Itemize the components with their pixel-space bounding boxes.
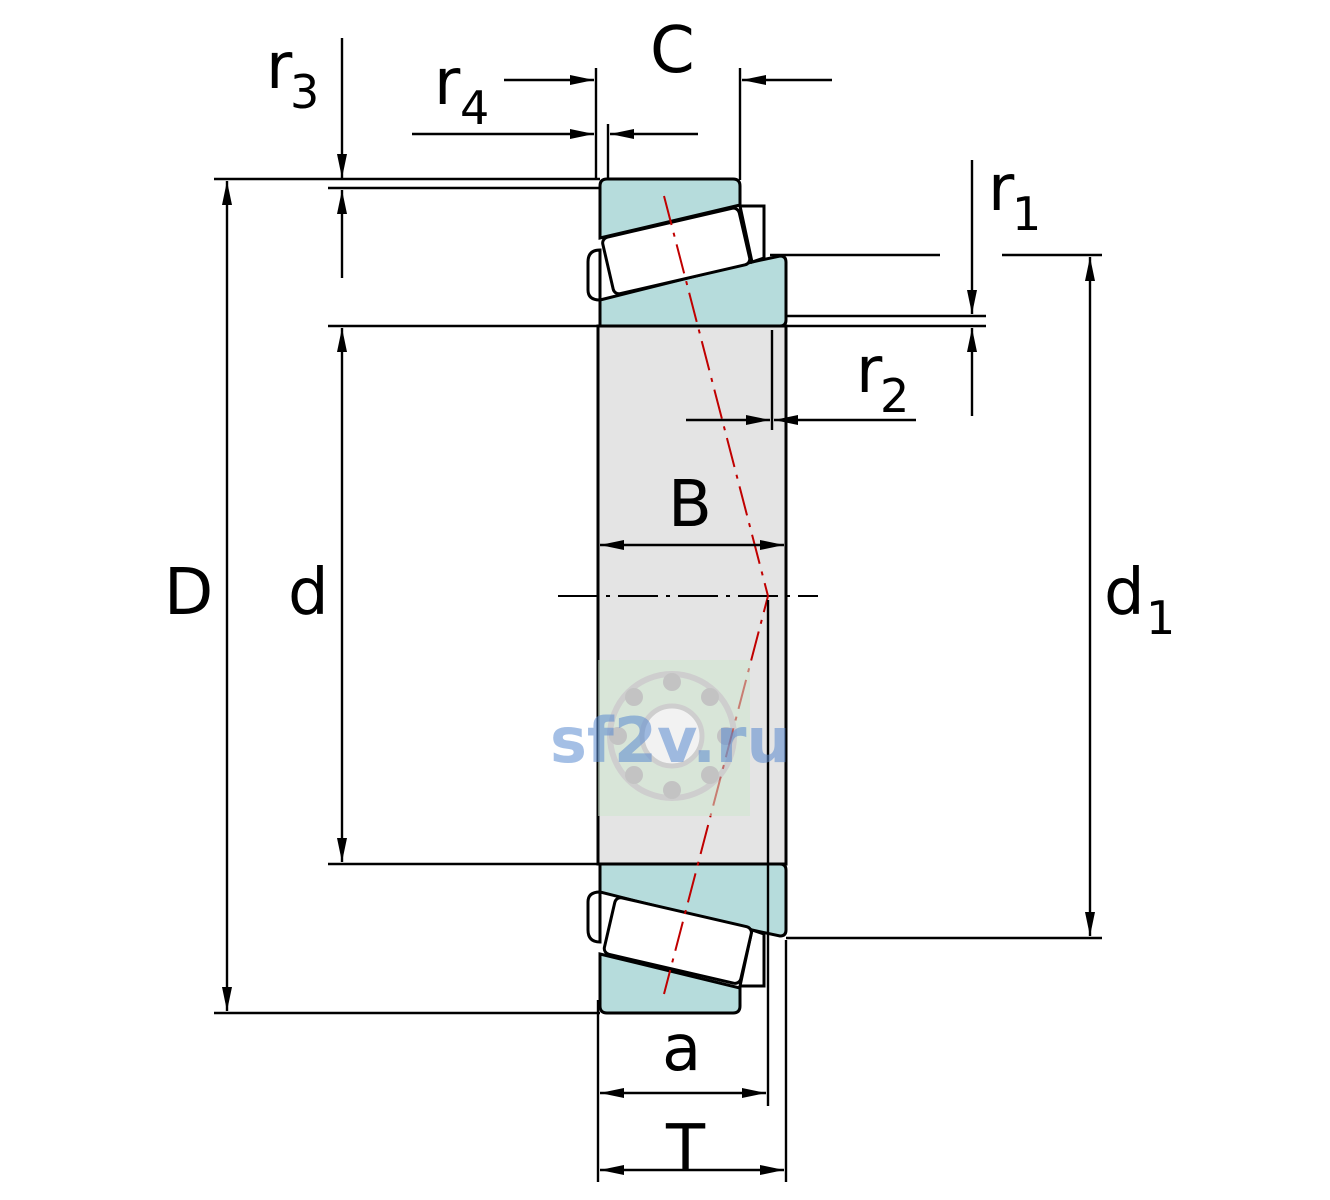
outer-ring-top (598, 177, 742, 240)
label-d: d (288, 556, 329, 630)
label-r2-sub: 2 (880, 369, 909, 423)
pressure-line (663, 195, 770, 995)
label-r1: r (988, 152, 1015, 226)
bearing-bottom-section (586, 862, 788, 1015)
label-D: D (164, 556, 213, 630)
label-d1-sub: 1 (1146, 591, 1175, 645)
label-B: B (668, 468, 712, 542)
label-a: a (662, 1012, 701, 1086)
label-r4: r (434, 46, 461, 120)
label-r3: r (266, 30, 293, 104)
label-r1-sub: 1 (1012, 187, 1041, 241)
bearing-top-section (586, 177, 788, 328)
inner-ring-bottom (598, 862, 788, 938)
label-r2: r (856, 334, 883, 408)
label-d1: d (1104, 556, 1145, 630)
cage-top (586, 248, 602, 302)
cage-bottom (586, 890, 602, 944)
outer-ring-bottom (598, 952, 742, 1015)
label-T: T (665, 1112, 706, 1186)
watermark-logo (598, 660, 750, 816)
cage-right-top (738, 204, 766, 264)
roller-top (601, 206, 752, 296)
label-C: C (650, 14, 695, 88)
watermark-text: sf2v.ru (550, 704, 791, 777)
label-r3-sub: 3 (290, 65, 319, 119)
label-r4-sub: 4 (460, 81, 489, 135)
